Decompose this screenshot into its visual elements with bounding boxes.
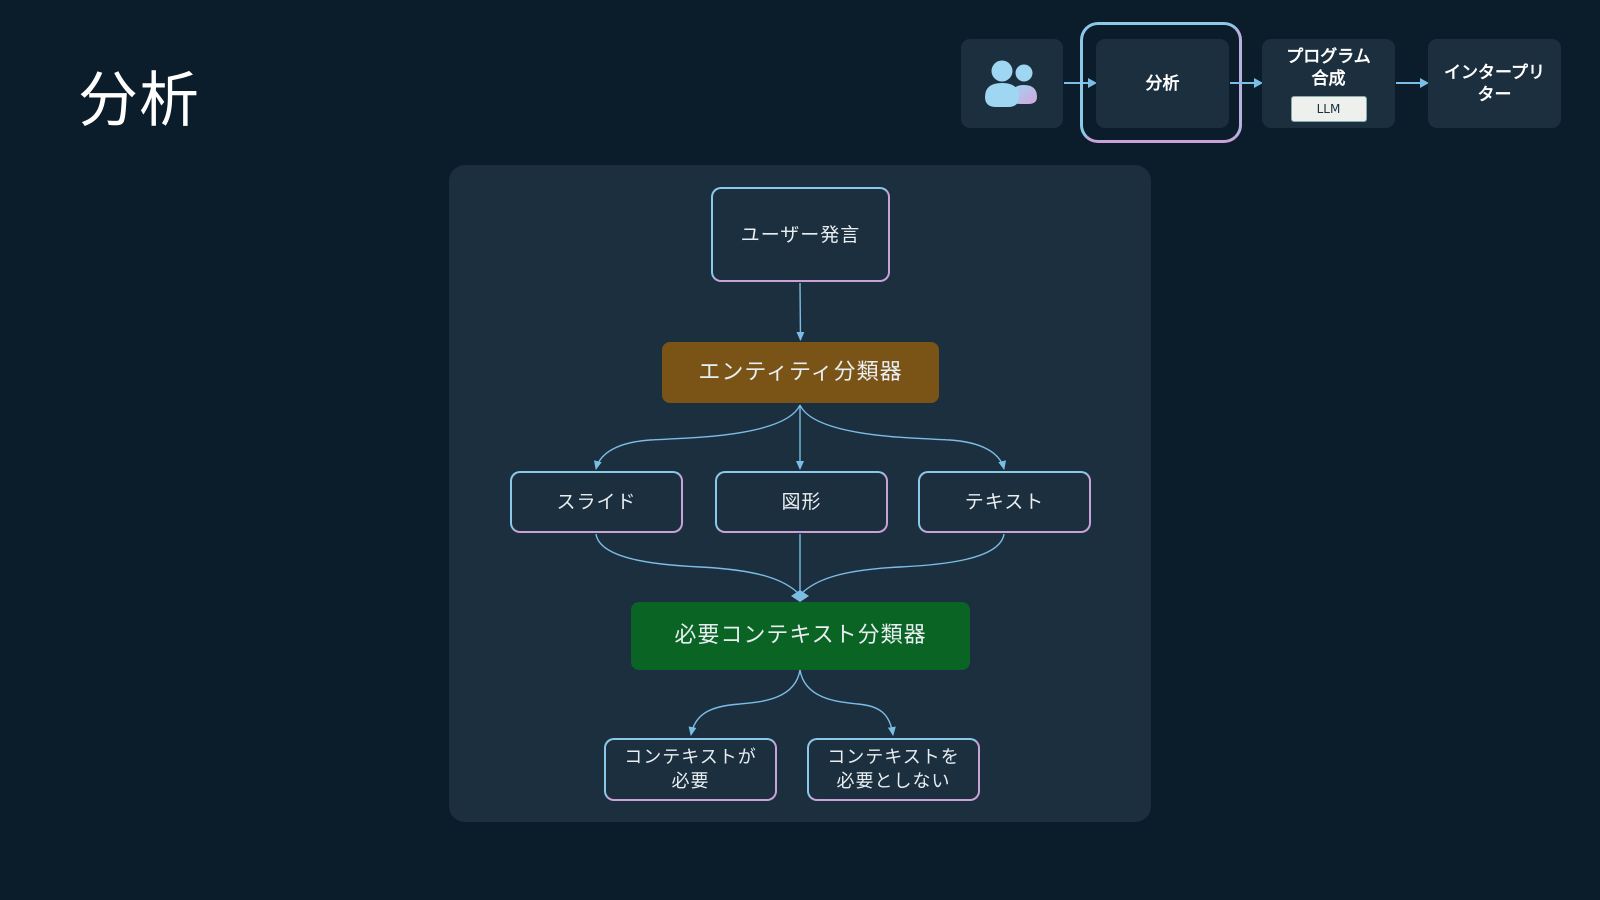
node-shape: 図形	[715, 471, 888, 533]
pipeline-step-analysis: 分析	[1096, 39, 1229, 128]
pipeline-step-program-synthesis: プログラム 合成 LLM	[1262, 39, 1395, 128]
pipeline-step-label: 分析	[1145, 73, 1180, 94]
users-icon	[985, 60, 1037, 107]
diagram-panel	[449, 165, 1151, 822]
connector-context-to-needed	[688, 669, 801, 736]
pipeline-step-users	[961, 39, 1063, 128]
pipeline-arrow	[1064, 78, 1097, 88]
node-entity-classifier: エンティティ分類器	[662, 342, 939, 403]
pipeline-arrow	[1396, 78, 1429, 88]
page-title: 分析	[78, 66, 200, 136]
node-user-utterance: ユーザー発言	[711, 187, 890, 282]
connector-context-to-not-needed	[799, 669, 896, 736]
pipeline-step-label: プログラム 合成	[1286, 46, 1371, 89]
connector-slide-to-context	[595, 533, 800, 595]
connector-entity-to-slide	[593, 404, 801, 470]
pipeline-step-interpreter: インタープリ ター	[1428, 39, 1561, 128]
merge-diamond	[791, 590, 809, 602]
llm-badge: LLM	[1290, 95, 1367, 122]
connector-entity-to-text	[799, 404, 1007, 470]
node-context-not-needed: コンテキストを 必要としない	[807, 738, 980, 801]
node-slide: スライド	[510, 471, 683, 533]
connector-text-to-context	[800, 533, 1005, 595]
pipeline-step-label: インタープリ ター	[1444, 62, 1545, 105]
node-context-needed: コンテキストが 必要	[604, 738, 777, 801]
connector-utterance-to-entity	[796, 282, 805, 341]
node-required-context-classifier: 必要コンテキスト分類器	[631, 602, 970, 670]
pipeline-arrow	[1230, 78, 1263, 88]
node-text: テキスト	[918, 471, 1091, 533]
